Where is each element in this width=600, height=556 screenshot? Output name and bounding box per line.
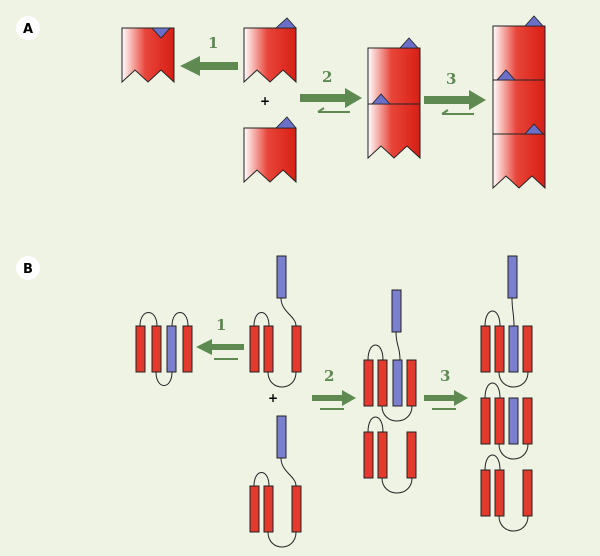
b-arrow-step-3: 3 [424, 367, 468, 410]
a-step-1-label: 1 [208, 34, 218, 52]
panel-b-badge: B [16, 256, 40, 280]
a-step-3-label: 3 [446, 70, 456, 88]
b-step-2-label: 2 [324, 367, 334, 385]
b-step-3-label: 3 [440, 367, 450, 385]
a-arrow-step-2: 2 [300, 68, 362, 113]
b-step-1-label: 1 [216, 316, 226, 334]
b-dimer [363, 289, 417, 494]
a-dimer [367, 37, 421, 160]
a-step-2-label: 2 [322, 68, 332, 86]
a-monomer-bottom [243, 116, 297, 184]
panel-b-label: B [23, 262, 33, 277]
b-monomer-bottom [249, 415, 302, 548]
a-trimer [492, 15, 546, 190]
panel-a-label: A [23, 22, 33, 37]
panel-a-badge: A [16, 16, 40, 40]
a-arrow-step-1: 1 [180, 34, 238, 76]
b-arrow-step-1: 1 [196, 316, 244, 360]
b-monomer-top [249, 255, 302, 388]
b-plus-sign: + [268, 391, 278, 405]
a-plus-sign: + [260, 94, 270, 108]
a-monomer-top [243, 17, 297, 84]
a-folded-monomer [121, 27, 175, 84]
a-arrow-step-3: 3 [424, 70, 486, 115]
b-arrow-step-2: 2 [312, 367, 356, 410]
b-trimer [480, 255, 533, 532]
b-folded-monomer [135, 312, 193, 386]
